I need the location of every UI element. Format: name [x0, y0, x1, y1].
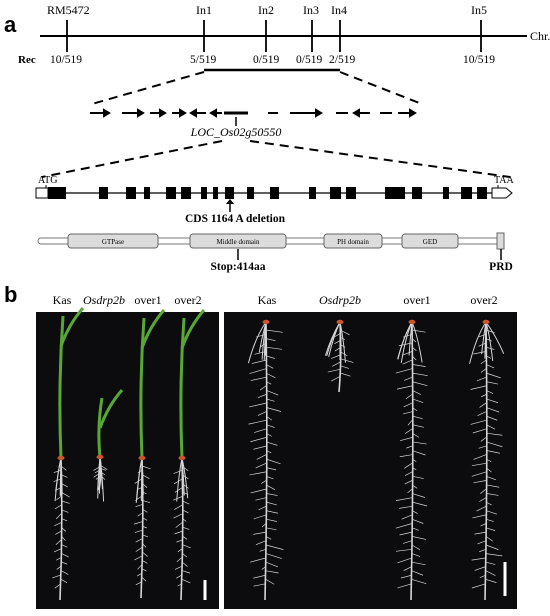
seedling-photo-left: [36, 312, 219, 609]
seedling-osdrp2b-right: [324, 319, 354, 393]
middle-domain: [189, 233, 287, 249]
seedling-over1-right: [395, 319, 428, 601]
right-label-over2: over2: [470, 293, 497, 307]
rec-count-in3: 0/519: [296, 54, 322, 66]
marker-name-in4: In4: [331, 3, 347, 17]
left-label-kas: Kas: [53, 293, 72, 307]
gtpase-domain: [67, 233, 159, 249]
candidate-gene-arrows: [90, 108, 417, 118]
ph-domain: [323, 233, 383, 249]
gene-name-label: LOC_Os02g50550: [190, 125, 282, 139]
chromosome-label: Chr.02: [530, 29, 550, 43]
gtpase-domain-label: GTPase: [102, 238, 124, 246]
right-label-over1: over1: [403, 293, 430, 307]
panel-a-letter: a: [4, 12, 17, 37]
left-label-osdrp2b: Osdrp2b: [83, 293, 125, 307]
ged-domain-label: GED: [423, 238, 437, 246]
rec-count-rm5472: 10/519: [50, 54, 82, 66]
protein-structure: GTPase Middle domain PH domain GED Stop:…: [37, 232, 513, 273]
rec-count-in2: 0/519: [253, 54, 279, 66]
mutation-label: CDS 1164 A deletion: [185, 213, 286, 225]
prd-domain: [496, 232, 505, 250]
marker-name-in5: In5: [471, 3, 487, 17]
seedling-osdrp2b-left: [93, 389, 124, 502]
left-label-over2: over2: [174, 293, 201, 307]
zoom-line-right: [339, 71, 423, 105]
seedling-over1-left: [134, 309, 166, 599]
three-prime-utr: [491, 187, 513, 199]
start-codon-label: ATG: [38, 175, 57, 186]
five-prime-utr: [35, 187, 49, 199]
zoom-line-left: [91, 71, 205, 105]
seedling-over2-right: [469, 319, 505, 601]
marker-name-in2: In2: [258, 3, 274, 17]
prd-label: PRD: [489, 261, 513, 273]
exons: [48, 187, 487, 199]
seedling-photo-right: [224, 312, 517, 609]
rec-count-in4: 2/519: [329, 54, 355, 66]
seedling-over2-left: [173, 309, 206, 601]
gene-structure: ATG TAA CDS 1: [35, 175, 515, 225]
left-label-over1: over1: [134, 293, 161, 307]
marker-name-rm5472: RM5472: [47, 3, 90, 17]
stop-codon-label: TAA: [494, 175, 515, 186]
rec-label: Rec: [18, 54, 36, 66]
marker-name-in1: In1: [196, 3, 212, 17]
rec-count-in1: 5/519: [190, 54, 216, 66]
marker-name-in3: In3: [303, 3, 319, 17]
marker-ticks: [66, 20, 482, 52]
gene-zoom-line-left: [41, 140, 223, 178]
rec-count-in5: 10/519: [463, 54, 495, 66]
middle-domain-label: Middle domain: [217, 238, 260, 246]
ged-domain: [401, 233, 459, 249]
seedling-kas-left: [52, 307, 85, 601]
seedling-kas-right: [247, 319, 284, 601]
gene-zoom-line-right: [249, 140, 511, 178]
right-label-kas: Kas: [258, 293, 277, 307]
stop-label: Stop:414aa: [211, 261, 266, 273]
right-label-osdrp2b: Osdrp2b: [319, 293, 361, 307]
panel-b-letter: b: [4, 282, 17, 307]
ph-domain-label: PH domain: [337, 238, 369, 246]
seedlings: [52, 307, 505, 601]
